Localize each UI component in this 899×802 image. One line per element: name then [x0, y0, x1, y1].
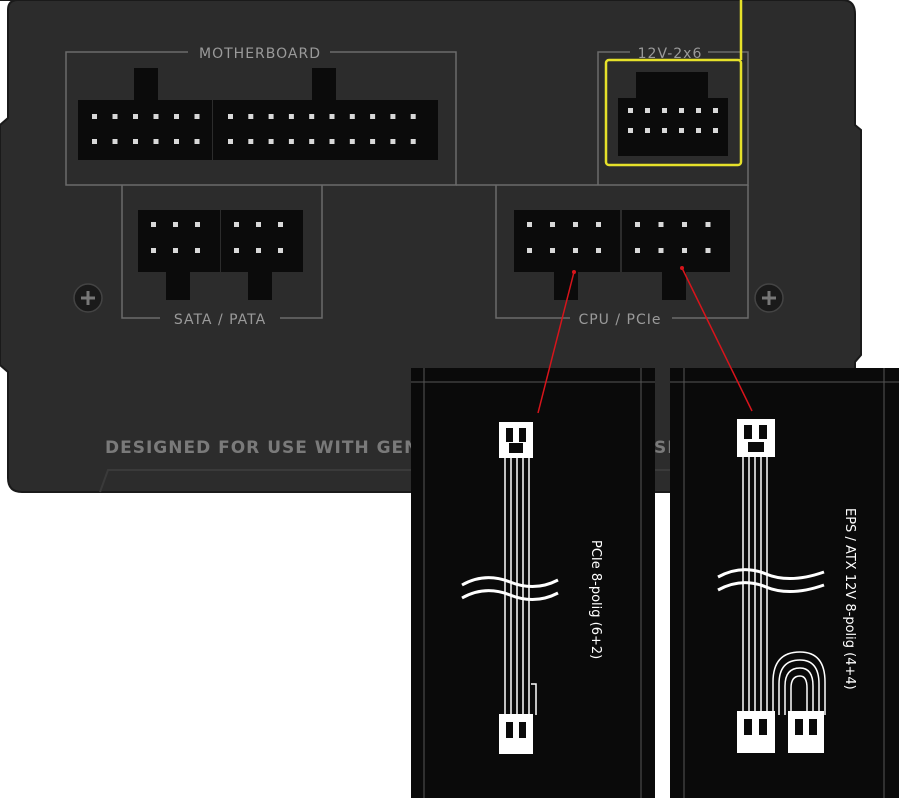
connector-pin	[309, 139, 315, 144]
connector-pin	[410, 114, 416, 119]
connector-pin	[662, 128, 667, 133]
connector-pin	[635, 248, 640, 253]
connector-pin	[153, 139, 159, 144]
connector-pin	[527, 222, 532, 227]
connector-pin	[112, 139, 118, 144]
connector-pin	[682, 248, 687, 253]
cpu-pcie-connector	[514, 210, 730, 300]
connector-pin	[112, 114, 118, 119]
connector-pin	[696, 108, 701, 113]
twelve-v-group	[456, 51, 749, 186]
motherboard-connector	[78, 68, 438, 160]
connector-pin	[390, 114, 396, 119]
connector-pin	[92, 114, 97, 119]
connector-pin	[573, 248, 578, 253]
pcie-cable-icon	[461, 422, 559, 754]
connector-pin	[133, 139, 138, 144]
connector-pin	[370, 114, 376, 119]
connector-pin	[194, 114, 200, 119]
connector-pin	[256, 222, 261, 227]
twelve-v-highlight	[604, 58, 743, 167]
connector-pin	[278, 222, 283, 227]
connector-pin	[410, 139, 416, 144]
connector-pin	[133, 114, 138, 119]
connector-pin	[573, 222, 578, 227]
connector-pin	[268, 114, 274, 119]
eps-cable-icon	[717, 419, 826, 753]
connector-pin	[635, 222, 640, 227]
connector-pin	[173, 222, 178, 227]
connector-pin	[329, 139, 335, 144]
sata-group	[121, 185, 323, 319]
connector-pin	[151, 248, 156, 253]
connector-pin	[329, 114, 335, 119]
connector-pin	[628, 108, 633, 113]
connector-pin	[696, 128, 701, 133]
connector-pin	[92, 139, 97, 144]
eps-cable-card: EPS / ATX 12V 8-polig (4+4)	[670, 368, 899, 798]
connector-pin	[195, 222, 200, 227]
connector-pin	[248, 139, 254, 144]
eps-cable-label: EPS / ATX 12V 8-polig (4+4)	[842, 508, 857, 690]
connector-pin	[268, 139, 274, 144]
sata-pata-label: SATA / PATA	[174, 312, 266, 328]
connector-pin	[349, 139, 355, 144]
connector-pin	[288, 114, 294, 119]
connector-pin	[288, 139, 294, 144]
connector-pin	[228, 139, 233, 144]
connector-pin	[248, 114, 254, 119]
connector-pin	[309, 114, 315, 119]
connector-pin	[174, 114, 179, 119]
connector-pin	[390, 139, 396, 144]
panel-footer-text: DESIGNED FOR USE WITH GENUIN	[105, 438, 457, 458]
connector-pin	[682, 222, 687, 227]
twelve-v-connector	[618, 72, 728, 156]
connector-pin	[256, 248, 261, 253]
screw-right-icon	[754, 283, 784, 313]
connector-pin	[645, 128, 650, 133]
connector-pin	[705, 222, 711, 227]
connector-pin	[349, 114, 355, 119]
connector-pin	[658, 248, 664, 253]
connector-pin	[596, 222, 601, 227]
connector-pin	[628, 128, 633, 133]
sata-connector	[138, 210, 303, 300]
connector-pin	[234, 248, 239, 253]
connector-pin	[278, 248, 283, 253]
cpu-pcie-label: CPU / PCIe	[578, 312, 661, 328]
motherboard-group	[65, 51, 457, 186]
connector-pin	[713, 108, 718, 113]
pointer-line-eps	[680, 266, 753, 412]
motherboard-label: MOTHERBOARD	[199, 46, 321, 62]
connector-pin	[596, 248, 601, 253]
connector-pin	[550, 222, 555, 227]
pcie-cable-label: PCIe 8-polig (6+2)	[588, 540, 603, 659]
connector-pin	[679, 108, 684, 113]
pointer-line-pcie	[537, 270, 576, 414]
connector-pin	[662, 108, 667, 113]
connector-pin	[370, 139, 376, 144]
connector-pin	[173, 248, 178, 253]
connector-pin	[234, 222, 239, 227]
connector-pin	[658, 222, 664, 227]
cpu-pcie-group	[495, 185, 749, 319]
connector-pin	[153, 114, 159, 119]
connector-pin	[645, 108, 650, 113]
connector-pin	[527, 248, 532, 253]
connector-pin	[550, 248, 555, 253]
connector-pin	[174, 139, 179, 144]
connector-pin	[713, 128, 718, 133]
twelve-v-label: 12V-2x6	[638, 46, 703, 62]
connector-pin	[194, 139, 200, 144]
connector-pin	[705, 248, 711, 253]
connector-pin	[679, 128, 684, 133]
screw-left-icon	[73, 283, 103, 313]
connector-pin	[151, 222, 156, 227]
connector-pin	[228, 114, 233, 119]
connector-pin	[195, 248, 200, 253]
pcie-cable-card: PCIe 8-polig (6+2)	[411, 368, 655, 798]
